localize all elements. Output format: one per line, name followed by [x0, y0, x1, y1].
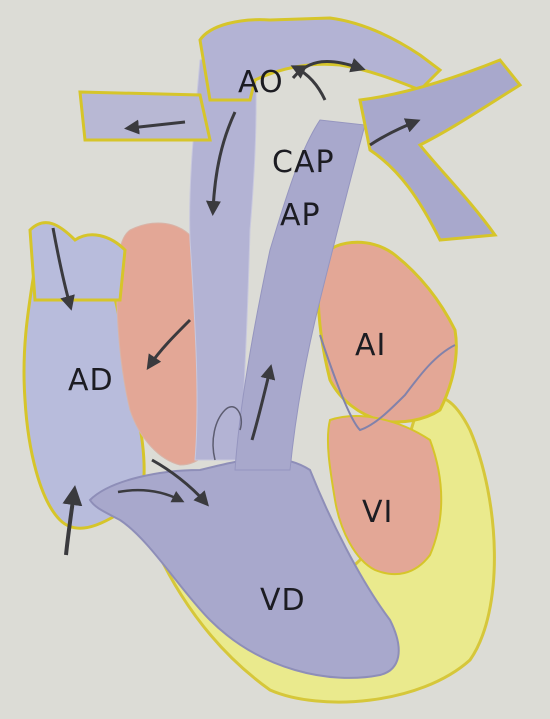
left-branch-vessel	[80, 92, 210, 140]
label-ai: AI	[355, 328, 386, 363]
label-vi: VI	[362, 495, 393, 530]
label-vd: VD	[260, 583, 306, 618]
label-ap: AP	[280, 198, 321, 233]
label-ad: AD	[68, 363, 114, 398]
label-cap: CAP	[272, 145, 335, 180]
label-ao: AO	[238, 65, 284, 100]
